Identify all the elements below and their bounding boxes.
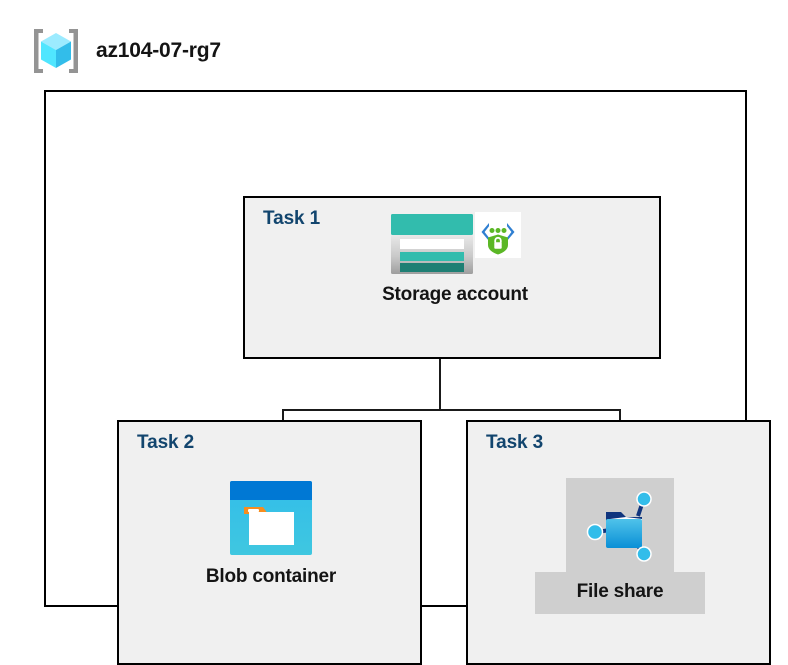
node-caption-storage-account: Storage account — [382, 284, 528, 305]
resource-group-container: Task 1 — [44, 90, 771, 665]
resource-group-header: az104-07-rg7 — [30, 26, 221, 76]
task-3-label: Task 3 — [486, 432, 544, 453]
blob-container-icon-wrap — [227, 478, 315, 558]
resource-group-icon — [30, 26, 82, 76]
task-box-3[interactable]: Task 3 — [466, 420, 771, 665]
file-share-icon-wrap — [566, 478, 674, 572]
blob-container-icon — [227, 478, 315, 558]
task-2-label: Task 2 — [137, 432, 195, 453]
file-share-icon — [580, 486, 660, 566]
node-storage-account[interactable]: Storage account — [382, 212, 528, 306]
node-caption-blob-container: Blob container — [205, 566, 337, 587]
connector-trunk — [439, 359, 441, 410]
node-file-share[interactable]: File share — [534, 478, 706, 614]
task-box-2[interactable]: Task 2 — [117, 420, 422, 665]
secure-endpoint-shield-icon — [475, 212, 521, 258]
resource-group-name: az104-07-rg7 — [96, 39, 221, 62]
task-box-1[interactable]: Task 1 — [243, 196, 661, 359]
node-caption-file-share: File share — [534, 572, 706, 614]
connector-bus — [282, 409, 621, 411]
storage-account-icon — [389, 212, 475, 276]
node-blob-container[interactable]: Blob container — [201, 478, 341, 588]
task-1-label: Task 1 — [263, 208, 321, 229]
storage-account-icon-wrap — [389, 212, 521, 276]
